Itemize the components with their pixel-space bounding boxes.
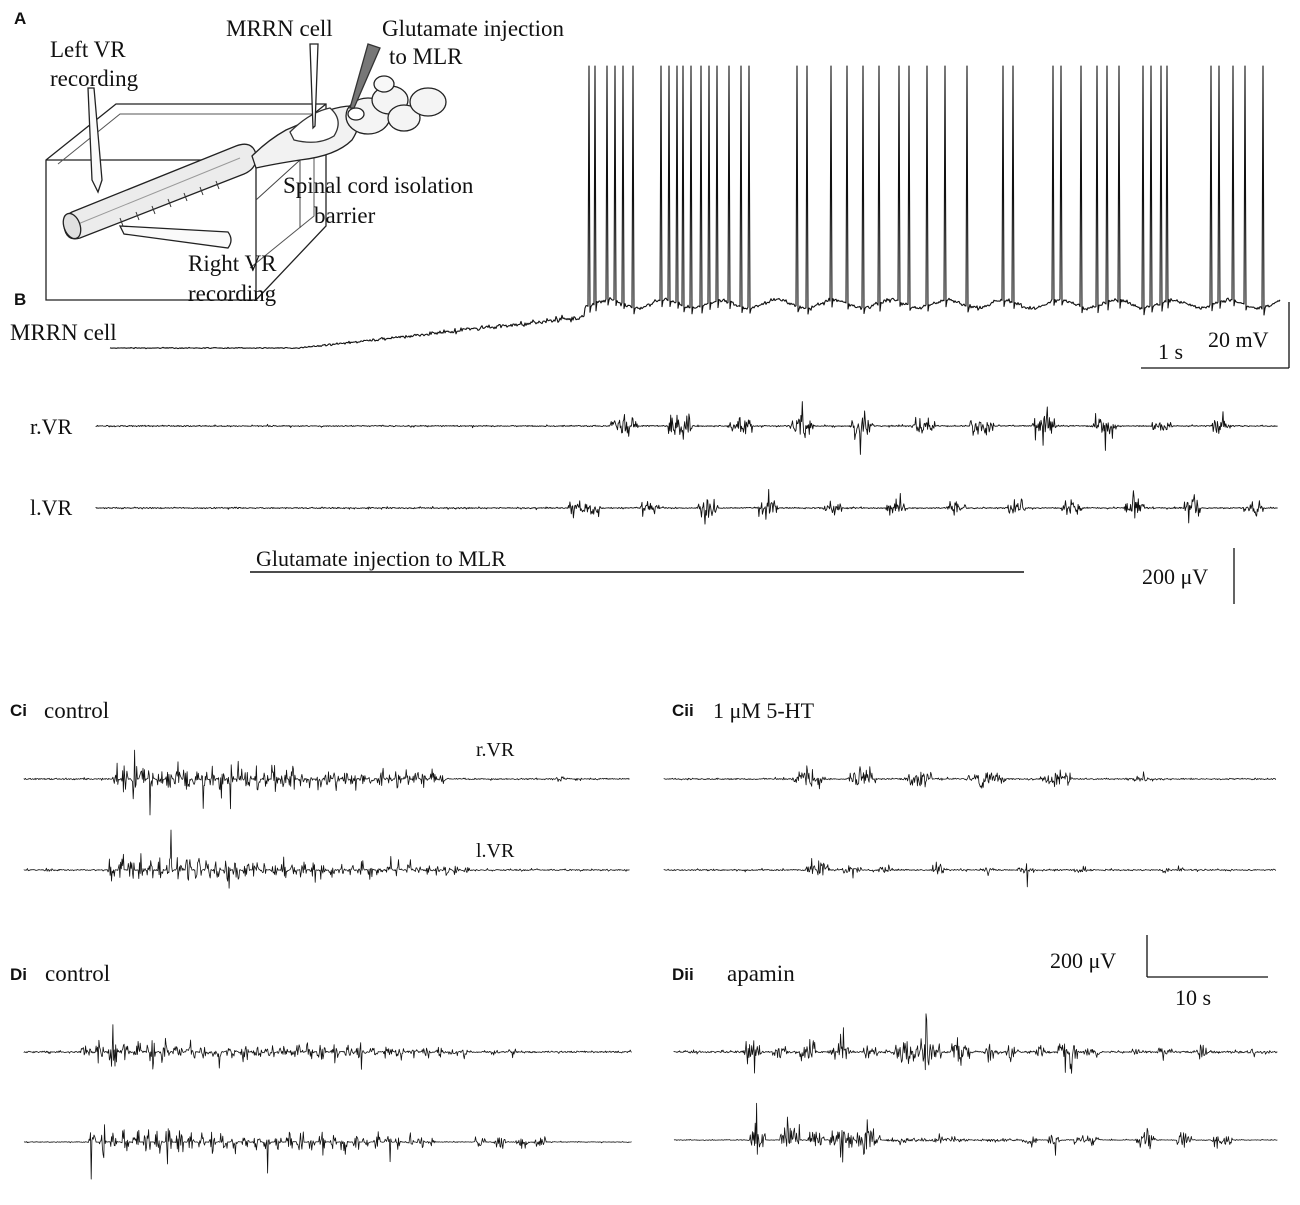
lvr-label-c: l.VR <box>476 840 515 862</box>
scale-time-1s: 1 s <box>1158 339 1183 364</box>
glutamate-injection-bar-label: Glutamate injection to MLR <box>256 546 506 571</box>
right-vr-trace-b <box>95 401 1278 455</box>
panel-label-cii: Cii <box>672 701 694 720</box>
right-vr-label-line2: recording <box>188 281 277 306</box>
mrrn-membrane-potential-trace <box>109 65 1281 350</box>
ci-right-vr-trace <box>23 749 630 816</box>
mrrn-trace-label: MRRN cell <box>10 320 117 345</box>
dii-condition-label: apamin <box>727 961 795 986</box>
left-vr-trace-b <box>95 488 1278 525</box>
panel-label-b: B <box>14 290 26 309</box>
lvr-label-b: l.VR <box>30 495 73 520</box>
dii-left-vr-trace <box>673 1102 1278 1163</box>
panel-label-di: Di <box>10 965 27 984</box>
isolation-barrier-label-line2: barrier <box>314 203 376 228</box>
dii-right-vr-trace <box>673 1013 1278 1074</box>
scale-voltage-200uV-d: 200 μV <box>1050 948 1116 973</box>
panel-label-dii: Dii <box>672 965 694 984</box>
di-left-vr-trace <box>23 1124 632 1180</box>
panel-label-ci: Ci <box>10 701 27 720</box>
preparation-schematic <box>45 43 447 301</box>
isolation-barrier-label-line1: Spinal cord isolation <box>283 173 474 198</box>
left-vr-label-line2: recording <box>50 66 139 91</box>
right-vr-label-line1: Right VR <box>188 251 277 276</box>
ci-left-vr-trace <box>23 829 630 889</box>
ci-condition-label: control <box>44 698 109 723</box>
left-vr-label-line1: Left VR <box>50 37 126 62</box>
scale-bar-d <box>1146 935 1268 978</box>
cii-left-vr-trace <box>663 858 1277 888</box>
glutamate-schematic-label-line1: Glutamate injection <box>382 16 565 41</box>
rvr-label-c: r.VR <box>476 739 515 761</box>
cii-condition-label: 1 μM 5-HT <box>713 698 815 723</box>
rvr-label-b: r.VR <box>30 414 73 439</box>
scale-bar-mrrn <box>1141 302 1290 369</box>
di-right-vr-trace <box>23 1024 632 1070</box>
mrrn-cell-schematic-label: MRRN cell <box>226 16 333 41</box>
scale-voltage-200uV-b: 200 μV <box>1142 564 1208 589</box>
glutamate-schematic-label-line2: to MLR <box>389 44 463 69</box>
scale-voltage-20mV: 20 mV <box>1208 327 1269 352</box>
scale-time-10s: 10 s <box>1175 985 1211 1010</box>
panel-label-a: A <box>14 9 26 28</box>
di-condition-label: control <box>45 961 110 986</box>
cii-right-vr-trace <box>663 765 1277 790</box>
